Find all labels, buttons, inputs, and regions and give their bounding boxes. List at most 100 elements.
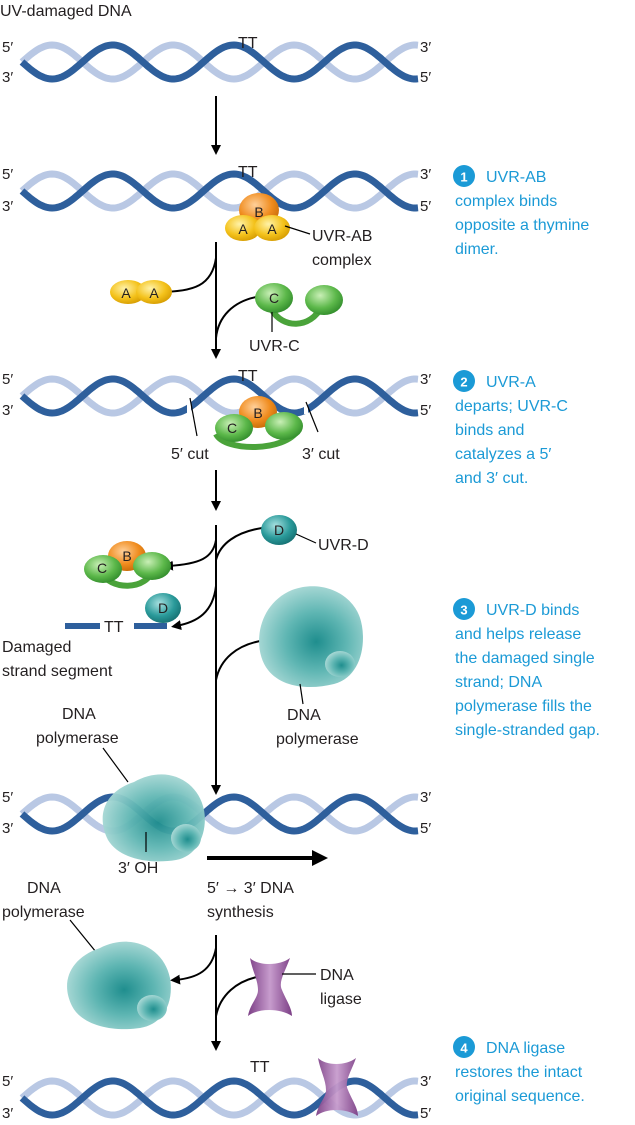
dna-polymerase-label: DNA [287,707,321,724]
end-label-5prime: 5′ [2,789,13,806]
step-text-line: the damaged single [455,650,595,667]
dna-ligase-body [248,958,292,1016]
dna-polymerase-thumb [137,995,167,1021]
end-label-5prime: 5′ [420,69,431,86]
step-number-badge [453,165,475,187]
uvr-a-subunit [110,280,146,304]
release-arrow-uvrbc [163,539,217,571]
end-label-5prime: 5′ [2,1073,13,1090]
dna-polymerase-label: DNA [27,880,61,897]
join-arrow-uvrc [215,295,263,339]
step-text-line: catalyzes a 5′ [455,446,551,463]
uvr-a-subunit [136,280,172,304]
dna-ligase-label: DNA [320,967,354,984]
step-text-line: single-stranded gap. [455,722,600,739]
step-number: 4 [460,1041,468,1056]
leader-line [299,683,304,705]
damaged-segment-released: TT D Damaged strand segment [2,593,181,680]
diagram-title: UV-damaged DNA [0,3,132,20]
end-label-3prime: 3′ [420,39,431,56]
dna-strand-light [19,170,419,212]
end-label-5prime: 5′ [420,198,431,215]
cut-label-3prime: 3′ cut [302,446,340,463]
uvrbc-released: B C [84,541,171,589]
join-arrow-polymerase [215,639,267,681]
step-text-line: DNA ligase [486,1040,565,1057]
step-text-line: strand; DNA [455,674,542,691]
dna-helix-uv-damaged [19,41,419,83]
step-text-line: opposite a thymine [455,217,589,234]
subunit-label-b: B [253,405,262,421]
thymine-dimer-label: TT [104,619,124,636]
leader-line [102,747,129,783]
end-label-3prime: 3′ [420,789,431,806]
step-number-badge [453,370,475,392]
end-label-3prime: 3′ [420,1073,431,1090]
uvrbc-complex-bound: B C 5′ cut 3′ cut [171,394,340,463]
dna-polymerase-label: polymerase [276,731,359,748]
dna-strand-dark [19,1077,419,1119]
subunit-label-a: A [149,285,159,301]
subunit-label-d: D [274,522,284,538]
release-arrow-polymerase [170,947,217,985]
step-number-badge [453,598,475,620]
step-text-line: UVR-AB [486,169,546,186]
end-label-3prime: 3′ [2,69,13,86]
uvr-c-domain [305,285,343,315]
end-label-3prime: 3′ [2,198,13,215]
dna-strand-dark [19,793,419,835]
oh3-label: 3′ OH [118,860,158,877]
dna-polymerase-incoming: DNA polymerase [259,586,363,748]
end-label-3prime: 3′ [2,1105,13,1122]
leader-line [295,533,317,544]
dna-helix-uvrab-bound [19,170,419,212]
subunit-label-c: C [269,290,279,306]
dna-helix-synthesis [19,793,419,835]
step-number: 3 [460,603,467,618]
dna-ligase-label: ligase [320,991,362,1008]
uvr-c-incoming: C UVR-C [249,283,343,355]
step-2-description: 2 UVR-A departs; UVR-C binds and catalyz… [453,370,568,487]
dna-polymerase-released: DNA polymerase [2,880,171,1030]
step-text-line: and 3′ cut. [455,470,528,487]
step-1-description: 1 UVR-AB complex binds opposite a thymin… [453,165,589,258]
end-label-3prime: 3′ [2,820,13,837]
step-text-line: complex binds [455,193,557,210]
dna-polymerase-label: DNA [62,706,96,723]
dna-strand-dark [19,170,419,212]
subunit-label-a: A [238,221,248,237]
join-arrow-uvrd [215,527,263,561]
subunit-label-c: C [227,420,237,436]
dna-polymerase-thumb [325,651,355,677]
cut-label-5prime: 5′ cut [171,446,209,463]
step-text-line: original sequence. [455,1088,585,1105]
uvr-c-domain [133,552,171,580]
subunit-label-d: D [158,600,168,616]
end-label-3prime: 3′ [420,166,431,183]
step-number: 1 [460,170,467,185]
thymine-dimer-label: TT [238,164,258,181]
dna-polymerase-thumb [171,824,201,852]
uvr-a-subunit [254,215,290,241]
subunit-label-b: B [254,204,263,220]
step-number: 2 [460,375,467,390]
step-text-line: polymerase fills the [455,698,592,715]
leader-line [305,401,319,433]
end-label-5prime: 5′ [2,166,13,183]
uvr-c-domain [84,555,122,583]
uvr-d-incoming: D UVR-D [261,515,369,554]
thymine-dimer-label: TT [238,35,258,52]
damaged-segment-label: strand segment [2,663,113,680]
join-arrow-ligase [215,975,263,1017]
strand-end-labels: 5′ 3′ 3′ 5′ 5′ 3′ 3′ 5′ 5′ 3′ 3′ 5′ 5′ 3… [2,39,431,1122]
step-text-line: dimer. [455,241,499,258]
step-text-line: UVR-D binds [486,602,579,619]
end-label-3prime: 3′ [2,402,13,419]
dna-strand-light [19,375,419,417]
subunit-label-a: A [267,221,277,237]
uvrab-complex-bound: B A A UVR-AB complex [225,193,372,269]
end-label-5prime: 5′ [420,1105,431,1122]
subunit-label-a: A [121,285,131,301]
release-arrow-segment [171,585,217,631]
